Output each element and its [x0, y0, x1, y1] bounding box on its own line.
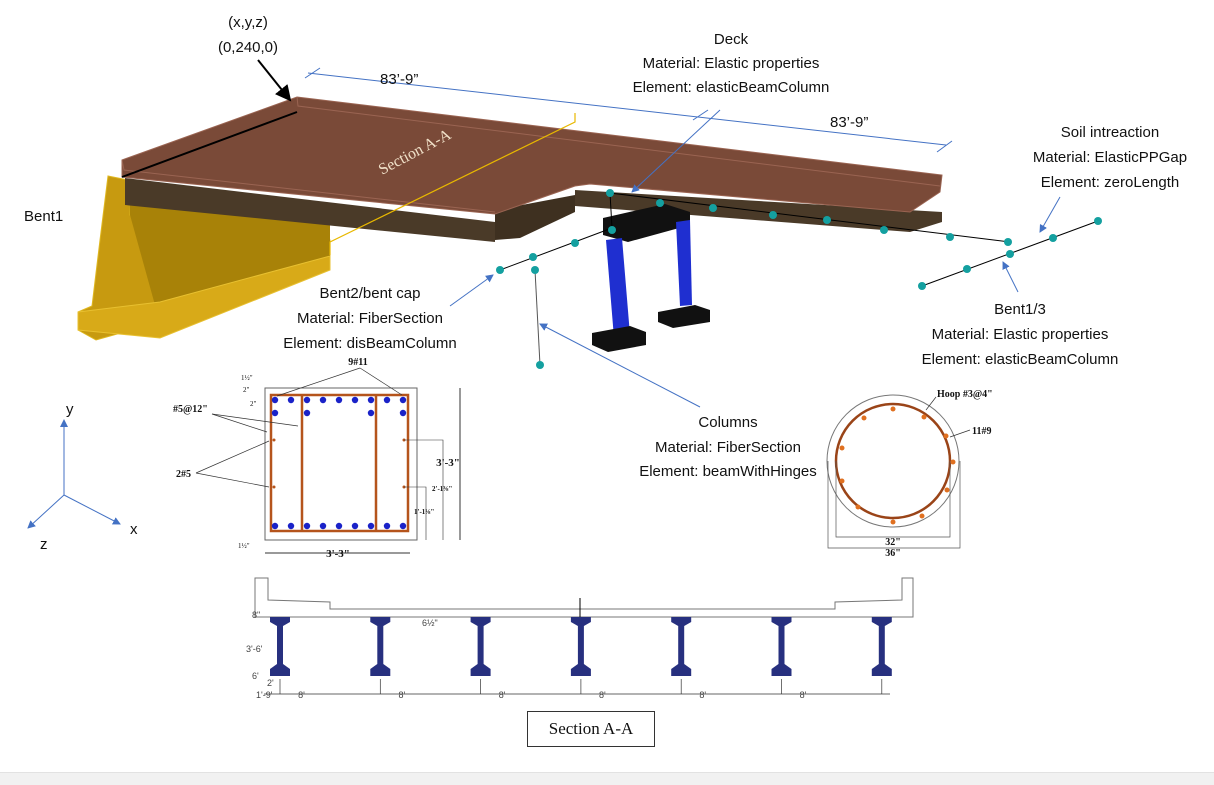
- svg-text:z: z: [40, 536, 48, 553]
- svg-text:Material: FiberSection: Material: FiberSection: [655, 439, 801, 456]
- svg-text:y: y: [66, 401, 74, 418]
- svg-text:1'-1⅛": 1'-1⅛": [414, 508, 435, 516]
- svg-text:2': 2': [267, 678, 274, 688]
- bent2-annotation: Bent2/bent cap Material: FiberSection El…: [283, 274, 494, 352]
- column-section: Hoop #3@4" 11#9 32" 36": [826, 389, 993, 559]
- columns-annotation: Columns Material: FiberSection Element: …: [539, 323, 817, 480]
- i-girder: [570, 617, 591, 676]
- i-girder: [771, 617, 792, 676]
- svg-text:Columns: Columns: [698, 414, 757, 431]
- svg-text:11#9: 11#9: [972, 426, 991, 437]
- bent13-annotation: Bent1/3 Material: Elastic properties Ele…: [922, 261, 1119, 368]
- svg-text:1'-9': 1'-9': [256, 690, 273, 700]
- i-girder: [470, 617, 491, 676]
- span1-dimension: 83’-9”: [380, 71, 418, 88]
- svg-text:Hoop #3@4": Hoop #3@4": [937, 389, 993, 400]
- svg-text:2": 2": [243, 386, 250, 394]
- svg-text:Deck: Deck: [714, 31, 749, 48]
- girder-spacing-label: 8': [298, 690, 305, 700]
- svg-text:6': 6': [252, 671, 259, 681]
- i-girder: [370, 617, 391, 676]
- svg-text:8": 8": [252, 610, 260, 620]
- svg-text:#5@12": #5@12": [173, 404, 208, 415]
- span2-dimension: 83’-9”: [830, 114, 868, 131]
- bent2-structure: [592, 204, 710, 352]
- i-girder: [270, 617, 290, 676]
- abutment-bent1: [77, 175, 331, 341]
- svg-text:Element: elasticBeamColumn: Element: elasticBeamColumn: [922, 351, 1119, 368]
- bent1-label: Bent1: [24, 208, 63, 225]
- girder-spacing-label: 8': [499, 690, 506, 700]
- svg-text:3'-3": 3'-3": [326, 548, 350, 560]
- svg-text:Soil intreaction: Soil intreaction: [1061, 124, 1159, 141]
- fe-model-nodes: [496, 189, 1102, 369]
- svg-text:2'-1⅜": 2'-1⅜": [432, 485, 453, 493]
- svg-text:Element: elasticBeamColumn: Element: elasticBeamColumn: [633, 79, 830, 96]
- svg-text:2#5: 2#5: [176, 469, 191, 480]
- svg-text:9#11: 9#11: [348, 357, 367, 368]
- girder-spacing-label: 8': [699, 690, 706, 700]
- svg-text:Bent1/3: Bent1/3: [994, 301, 1046, 318]
- soil-annotation: Soil intreaction Material: ElasticPPGap …: [1033, 124, 1187, 233]
- svg-text:1½": 1½": [241, 374, 253, 382]
- deck-3d: [121, 96, 943, 215]
- section-caption: Section A-A: [527, 711, 655, 747]
- coordinate-annotation: (x,y,z) (0,240,0): [218, 14, 292, 102]
- svg-text:2": 2": [250, 400, 257, 408]
- svg-text:Material: FiberSection: Material: FiberSection: [297, 310, 443, 327]
- svg-text:Bent2/bent cap: Bent2/bent cap: [320, 285, 421, 302]
- svg-text:1½": 1½": [238, 542, 250, 550]
- girder-spacing-label: 8': [800, 690, 807, 700]
- span-dimension: 83’-9” 83’-9”: [304, 67, 953, 153]
- svg-text:6½": 6½": [422, 618, 438, 628]
- svg-text:3'-3": 3'-3": [436, 457, 460, 469]
- svg-text:x: x: [130, 521, 138, 538]
- svg-text:(x,y,z): (x,y,z): [228, 14, 268, 31]
- status-bar: [0, 772, 1214, 785]
- girder-spacing-label: 8': [599, 690, 606, 700]
- svg-text:3'-6': 3'-6': [246, 644, 263, 654]
- svg-text:Element: zeroLength: Element: zeroLength: [1041, 174, 1179, 191]
- bent-cap-section: 9#11 #5@12" 2#5 3'-3" 3'-3" 2'-1⅜" 1'-1⅛…: [173, 357, 461, 560]
- svg-text:Material: Elastic properties: Material: Elastic properties: [932, 326, 1109, 343]
- svg-text:36": 36": [885, 548, 901, 559]
- svg-text:Element: disBeamColumn: Element: disBeamColumn: [283, 335, 456, 352]
- svg-text:Material: Elastic properties: Material: Elastic properties: [643, 55, 820, 72]
- svg-text:32": 32": [885, 537, 901, 548]
- i-girder: [671, 617, 692, 676]
- svg-text:Element: beamWithHinges: Element: beamWithHinges: [639, 463, 817, 480]
- girder-section: 8" 6½" 3'-6' 6' 2' 1'-9' 8' 8' 8' 8' 8' 8': [246, 577, 914, 700]
- section-cut-line: [329, 113, 576, 255]
- deck-annotation: Deck Material: Elastic properties Elemen…: [631, 31, 830, 193]
- axis-triad: y x z: [27, 401, 138, 553]
- i-girder: [871, 617, 892, 676]
- svg-text:(0,240,0): (0,240,0): [218, 39, 278, 56]
- girder-spacing-label: 8': [398, 690, 405, 700]
- svg-text:Material: ElasticPPGap: Material: ElasticPPGap: [1033, 149, 1187, 166]
